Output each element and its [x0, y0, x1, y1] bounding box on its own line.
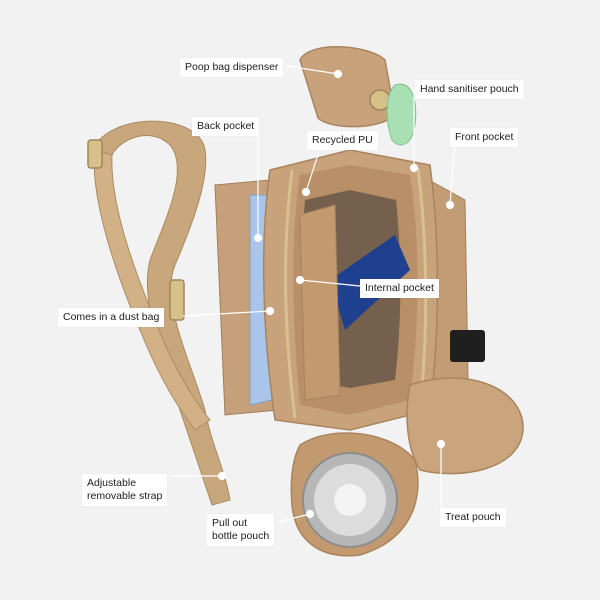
front-pocket-strap — [450, 330, 485, 362]
strap-clip — [87, 139, 103, 169]
label-adjustable-strap-line1: Adjustable — [87, 477, 137, 489]
label-treat-pouch: Treat pouch — [440, 508, 506, 527]
label-bottle-pouch: Pull out bottle pouch — [207, 514, 275, 546]
strap-buckle — [169, 279, 185, 321]
label-back-pocket: Back pocket — [192, 117, 260, 136]
poop-bag-dispenser — [299, 46, 396, 128]
strap-long — [93, 149, 211, 431]
label-dust-bag: Comes in a dust bag — [58, 308, 165, 327]
label-hand-sanitiser-pouch: Hand sanitiser pouch — [415, 80, 524, 99]
label-poop-bag-dispenser: Poop bag dispenser — [180, 58, 284, 77]
label-recycled-pu: Recycled PU — [307, 131, 378, 150]
bottle-cap-highlight — [334, 484, 366, 516]
label-bottle-pouch-line2: bottle pouch — [212, 530, 270, 542]
label-adjustable-strap-line2: removable strap — [87, 490, 163, 502]
hand-sanitiser-bottle — [386, 83, 417, 146]
label-front-pocket: Front pocket — [450, 128, 519, 147]
treat-pouch — [406, 377, 524, 475]
label-internal-pocket: Internal pocket — [360, 279, 439, 298]
label-bottle-pouch-line1: Pull out — [212, 517, 248, 529]
zipper-left — [284, 169, 297, 419]
label-adjustable-strap: Adjustable removable strap — [82, 474, 168, 506]
internal-pocket — [299, 204, 341, 401]
pointers — [172, 65, 456, 523]
